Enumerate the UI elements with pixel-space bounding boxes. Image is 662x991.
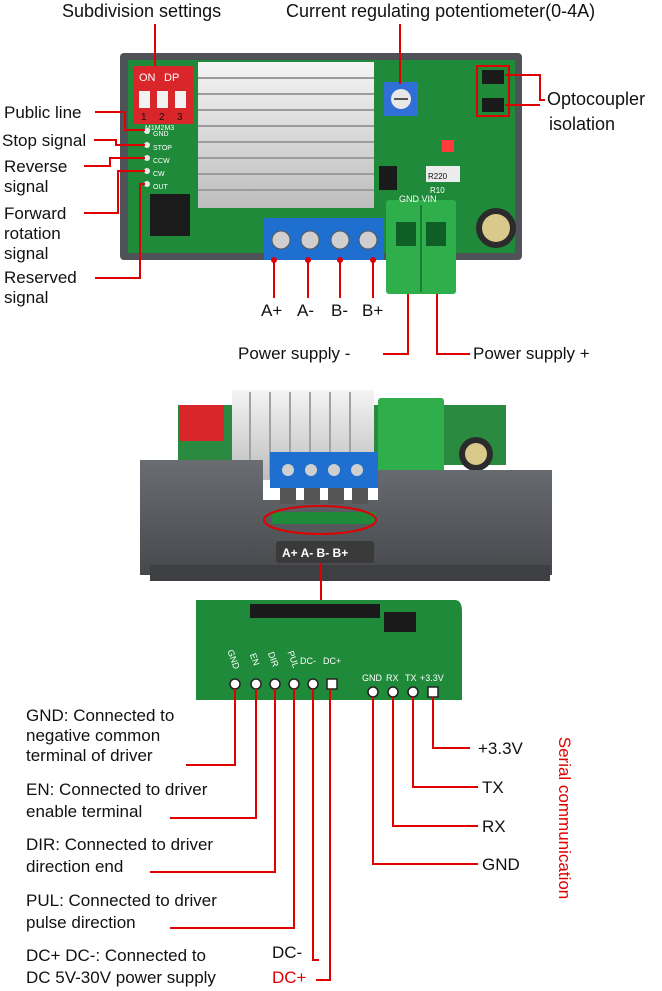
gnd-desc-line3: terminal of driver: [26, 746, 153, 765]
forward-signal-label-1: Forward: [4, 204, 67, 223]
module-tag-box: [276, 541, 374, 563]
reverse-signal-label-2: signal: [4, 177, 49, 196]
terminal-b-minus: B-: [331, 301, 348, 320]
driver-ic: [150, 194, 190, 236]
dc-desc-line2: DC 5V-30V power supply: [26, 968, 216, 987]
top-board: [120, 53, 522, 294]
serial-communication-text: Serial communication: [555, 736, 574, 900]
power-supply-plus-label: Power supply +: [473, 344, 590, 363]
dip-on-text: ON: [139, 72, 156, 84]
dip-dp-text: DP: [164, 72, 180, 84]
dc-plus-label: DC+: [272, 968, 307, 987]
dip-m-text: M1M2M3: [145, 125, 175, 132]
reserved-signal-label-2: signal: [4, 288, 49, 307]
subdivision-settings-label: Subdivision settings: [62, 1, 222, 21]
serial-tx-label: TX: [482, 778, 504, 797]
reverse-signal-label-1: Reverse: [4, 157, 68, 176]
dip-lever-2: [157, 91, 168, 108]
lower-leader-lines: [150, 689, 478, 981]
pin-out-text: OUT: [153, 184, 168, 191]
en-desc-line2: enable terminal: [26, 802, 143, 821]
middle-dip-switch: [179, 405, 224, 441]
middle-power-connector: [378, 398, 444, 482]
serial-communication-title: Serial communication: [553, 728, 575, 908]
r10-text: R10: [430, 186, 445, 195]
dc-desc-line1: DC+ DC-: Connected to: [26, 946, 206, 965]
en-desc-line1: EN: Connected to driver: [26, 780, 208, 799]
pin-header-highlight: [263, 505, 377, 535]
dc-minus-label: DC-: [272, 943, 303, 962]
middle-module: [140, 390, 552, 581]
module-tag: A+ A- B- B+: [282, 546, 349, 560]
gnd-vin-text: GND VIN: [399, 194, 437, 204]
dip-num-3: 3: [177, 112, 183, 123]
top-leader-lines: [84, 24, 545, 355]
dip-lever-1: [139, 91, 150, 108]
lower-pin-dc-minus: DC-: [300, 656, 316, 666]
optocoupler-1: [482, 70, 504, 84]
potentiometer-label: Current regulating potentiometer(0-4A): [286, 1, 596, 21]
pin-cw-text: CW: [153, 171, 165, 178]
terminal-a-minus: A-: [297, 301, 314, 320]
lower-pin-3v3: +3.3V: [420, 673, 444, 683]
gnd-desc-line2: negative common: [26, 726, 161, 745]
forward-signal-label-3: signal: [4, 244, 49, 263]
optocoupler-2: [482, 98, 504, 112]
pin-gnd-text: GND: [153, 131, 169, 138]
top-heatsink: [198, 62, 374, 208]
public-line-label: Public line: [4, 103, 82, 122]
terminal-a-plus: A+: [261, 301, 283, 320]
terminal-b-plus: B+: [362, 301, 384, 320]
serial-rx-label: RX: [482, 817, 506, 836]
status-led: [442, 140, 454, 152]
r220-text: R220: [428, 172, 448, 181]
r220-resistor: [426, 166, 460, 182]
serial-3v3-label: +3.3V: [478, 739, 523, 758]
serial-gnd-label: GND: [482, 855, 520, 874]
optocoupler-highlight: [476, 65, 510, 117]
optocoupler-label-line2: isolation: [549, 114, 616, 134]
optocoupler-label-line1: Optocoupler: [547, 89, 646, 109]
lower-pin-tx: TX: [405, 673, 417, 683]
lower-pin-serial-gnd: GND: [362, 673, 382, 683]
pul-desc-line1: PUL: Connected to driver: [26, 891, 217, 910]
dip-num-1: 1: [141, 112, 147, 123]
power-supply-minus-label: Power supply -: [238, 344, 351, 363]
pin-ccw-text: CCW: [153, 158, 170, 165]
stop-signal-label: Stop signal: [2, 131, 87, 150]
lower-pin-rx: RX: [386, 673, 399, 683]
dir-desc-line2: direction end: [26, 857, 124, 876]
dip-lever-3: [175, 91, 186, 108]
pul-desc-line2: pulse direction: [26, 913, 136, 932]
gnd-desc-line1: GND: Connected to: [26, 706, 175, 725]
lower-pin-dc-plus: DC+: [323, 656, 342, 666]
forward-signal-label-2: rotation: [4, 224, 61, 243]
reserved-signal-label-1: Reserved: [4, 268, 77, 287]
dip-num-2: 2: [159, 112, 165, 123]
pin-stop-text: STOP: [153, 145, 172, 152]
dir-desc-line1: DIR: Connected to driver: [26, 835, 214, 854]
